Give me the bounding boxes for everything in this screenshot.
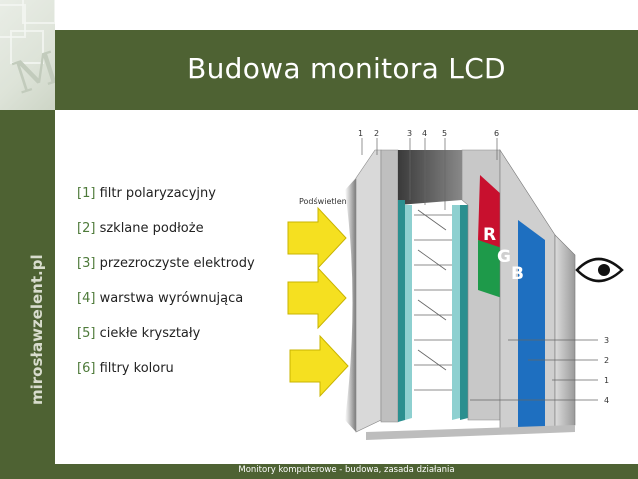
top-number: 3 [407, 129, 412, 138]
legend-label: filtry koloru [99, 361, 174, 376]
base-edge [366, 425, 575, 440]
decor-square [10, 30, 44, 64]
legend-label: przezroczyste elektrody [99, 256, 255, 271]
slide-title: Budowa monitora LCD [187, 52, 506, 85]
layer-4-alignment-right [452, 205, 460, 420]
callout-lines-top [361, 138, 498, 210]
top-number: 6 [494, 129, 499, 138]
backlight-arrow-icon [287, 206, 347, 270]
legend-label: filtr polaryzacyjny [99, 186, 216, 201]
blue-front-strip [518, 220, 545, 432]
callout-lines-side [470, 339, 598, 401]
footer-bar: Monitory komputerowe - budowa, zasada dz… [55, 464, 638, 479]
top-number: 4 [422, 129, 427, 138]
side-number: 2 [604, 356, 609, 365]
footer-text: Monitory komputerowe - budowa, zasada dz… [238, 465, 455, 475]
left-sidebar [0, 110, 55, 479]
layer-4-alignment [405, 205, 412, 420]
top-number: 2 [374, 129, 379, 138]
legend-item: [1] filtr polaryzacyjny [77, 186, 216, 201]
top-strip [0, 0, 638, 30]
legend-number: [1] [77, 186, 96, 201]
legend-number: [2] [77, 221, 96, 236]
backlight-arrow-icon [289, 334, 349, 398]
red-letter: R [483, 225, 496, 245]
side-callout-numbers: 3 2 1 4 [604, 336, 609, 405]
layer-1-polarizer [355, 149, 382, 433]
lcd-diagram: Podświetlenie R G B [287, 129, 624, 440]
legend-number: [6] [77, 361, 96, 376]
red-filter [478, 175, 502, 250]
legend-label: warstwa wyrównująca [99, 291, 244, 306]
top-shade [398, 150, 462, 205]
decor-square [0, 4, 26, 38]
top-number: 1 [358, 129, 363, 138]
sidebar-brand: mirosławzelent.pl [28, 254, 46, 405]
decor-square [22, 0, 55, 24]
legend-item: [5] ciekłe kryształy [77, 326, 200, 341]
side-number: 1 [604, 376, 609, 385]
legend-item: [4] warstwa wyrównująca [77, 291, 243, 306]
layer-3-electrode-right [460, 205, 468, 420]
backlight-label: Podświetlenie [299, 196, 354, 206]
backlight-arrows [287, 206, 349, 398]
layer-3-electrode [398, 200, 405, 422]
blue-letter: B [511, 264, 524, 284]
lcd-layers [345, 148, 576, 440]
corner-logo-tile: M [0, 0, 55, 110]
backlight-arrow-icon [287, 266, 347, 330]
layer-2-glass [380, 149, 399, 423]
side-number: 4 [604, 396, 609, 405]
legend-number: [3] [77, 256, 96, 271]
top-number: 5 [442, 129, 447, 138]
top-callout-numbers: 1 2 3 4 5 6 [358, 129, 499, 138]
legend-item: [3] przezroczyste elektrody [77, 256, 255, 271]
slide-header: Budowa monitora LCD [55, 30, 638, 110]
eye-icon [575, 257, 624, 283]
green-letter: G [497, 247, 511, 267]
legend-label: szklane podłoże [99, 221, 204, 236]
legend-number: [4] [77, 291, 96, 306]
layer-1-polarizer-front [554, 234, 576, 433]
legend-item: [6] filtry koloru [77, 361, 174, 376]
legend-label: ciekłe kryształy [99, 326, 201, 341]
liquid-crystals [414, 209, 452, 391]
side-number: 3 [604, 336, 609, 345]
legend-number: [5] [77, 326, 96, 341]
legend-item: [2] szklane podłoże [77, 221, 204, 236]
